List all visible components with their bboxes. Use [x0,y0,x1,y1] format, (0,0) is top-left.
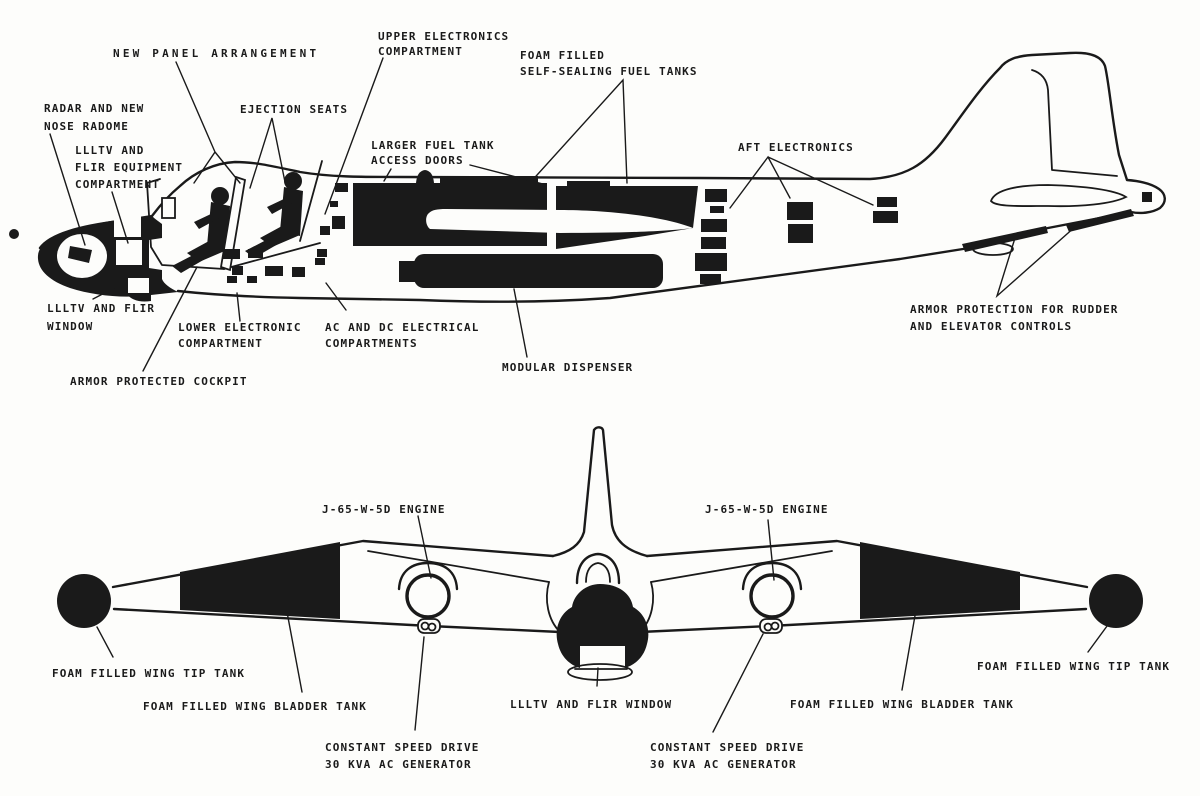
engine-inlet-fill [407,575,449,617]
horizontal-stabilizer [989,184,1128,208]
label-bladder-right: FOAM FILLED WING BLADDER TANK [790,698,1014,711]
side-view-leader-lines [49,57,1077,372]
label-upper-electronics-1: UPPER ELECTRONICS [378,30,509,43]
canopy-inner [585,562,611,583]
label-engine-right: J-65-W-5D ENGINE [705,503,829,516]
armor-strip-aft [1066,209,1134,232]
nose-turret [556,584,649,668]
label-csd-right-2: 30 KVA AC GENERATOR [650,758,797,771]
equipment-bay-upper [114,216,141,237]
wing-tip-tank [57,574,111,628]
fuselage-side [546,581,561,633]
modular-dispenser-step [399,261,416,282]
label-lltv-equipment-3: COMPARTMENT [75,178,160,191]
fuselage-outline [38,51,1166,303]
label-lower-electronic-2: COMPARTMENT [178,337,263,350]
label-tip-tank-right: FOAM FILLED WING TIP TANK [977,660,1170,673]
label-foam-tanks-1: FOAM FILLED [520,49,605,62]
modular-dispenser-shape [414,254,663,288]
radar-antenna [68,246,92,263]
lltv-flir-window-side [128,278,149,293]
access-door-strip [567,181,610,188]
label-upper-electronics-2: COMPARTMENT [378,45,463,58]
cockpit-floor-line [223,242,321,270]
label-lltv-window-1: LLLTV AND FLIR [47,302,155,315]
front-view: J-65-W-5D ENGINE J-65-W-5D ENGINE FOAM F… [52,426,1170,771]
label-lltv-equipment-1: LLLTV AND [75,144,145,157]
electronics-boxes-forward [223,183,348,283]
label-lower-electronic-1: LOWER ELECTRONIC [178,321,302,334]
label-tip-tank-left: FOAM FILLED WING TIP TANK [52,667,245,680]
label-armor-rudder-1: ARMOR PROTECTION FOR RUDDER [910,303,1119,316]
access-door-bump [416,170,434,183]
wing-bladder-tank [180,542,340,619]
rudder-hinge-line [1031,69,1118,177]
lltv-flir-window-front [581,646,624,663]
vertical-fin [551,426,649,558]
label-radar-nose-2: NOSE RADOME [44,120,129,133]
label-bladder-left: FOAM FILLED WING BLADDER TANK [143,700,367,713]
label-larger-fuel-2: ACCESS DOORS [371,154,464,167]
label-csd-right-1: CONSTANT SPEED DRIVE [650,741,804,754]
label-csd-left-1: CONSTANT SPEED DRIVE [325,741,479,754]
label-radar-nose-1: RADAR AND NEW [44,102,144,115]
spine-strip [440,176,538,183]
label-ac-dc-2: COMPARTMENTS [325,337,418,350]
wing-root-fairing [426,209,693,233]
chin-fairing [126,293,151,302]
label-lltv-window-front: LLLTV AND FLIR WINDOW [510,698,672,711]
label-ac-dc-1: AC AND DC ELECTRICAL [325,321,479,334]
pilot-silhouette-rear [245,172,303,258]
label-armor-rudder-2: AND ELEVATOR CONTROLS [910,320,1072,333]
label-lltv-window-2: WINDOW [47,320,93,333]
instrument-panel [161,197,176,219]
pilot-silhouette-front [172,187,230,273]
label-modular-dispenser: MODULAR DISPENSER [502,361,633,374]
tail-light [1142,192,1152,202]
label-engine-left: J-65-W-5D ENGINE [322,503,446,516]
label-foam-tanks-2: SELF-SEALING FUEL TANKS [520,65,698,78]
front-view-leader-lines [96,515,1111,733]
equipment-bay-lower [116,240,142,265]
ejection-seat-rail-rear [299,160,323,242]
engine-inlet [405,573,451,619]
label-ejection-seats: EJECTION SEATS [240,103,348,116]
label-csd-left-2: 30 KVA AC GENERATOR [325,758,472,771]
label-aft-electronics: AFT ELECTRONICS [738,141,854,154]
wing-crease-line [367,550,550,583]
label-armor-cockpit: ARMOR PROTECTED COCKPIT [70,375,248,388]
turret-hatch-ellipse [567,663,633,681]
left-wing-assembly [57,539,562,634]
armor-strip-forward [962,226,1048,252]
label-new-panel: NEW PANEL ARRANGEMENT [113,47,319,60]
right-wing-assembly [638,539,1145,635]
generator-detail-2 [427,622,437,632]
canopy-outer [575,552,621,585]
side-view-cutaway: NEW PANEL ARRANGEMENT UPPER ELECTRONICS … [9,30,1166,388]
ejection-seat-rail-front [219,175,247,272]
electronics-boxes-aft [695,189,898,284]
print-speck [9,229,19,239]
label-lltv-equipment-2: FLIR EQUIPMENT [75,161,183,174]
label-larger-fuel-1: LARGER FUEL TANK [371,139,495,152]
